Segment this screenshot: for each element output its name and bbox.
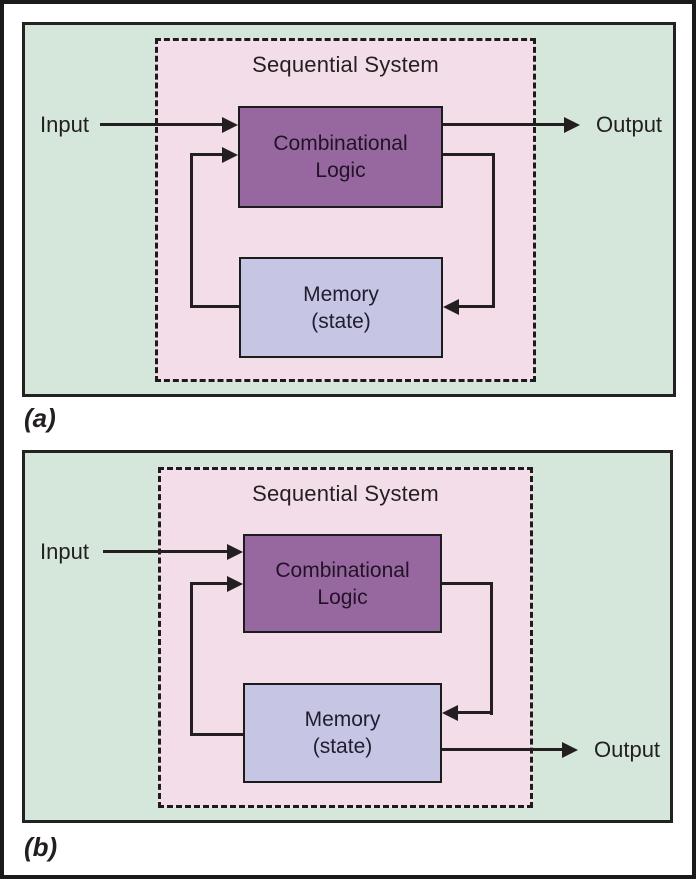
- diagram-a-input-arrowhead-icon: [222, 117, 238, 133]
- diagram-a-caption: (a): [24, 403, 56, 433]
- diagram-a-system-title: Sequential System: [252, 52, 439, 77]
- diagram-a-memory-block: Memory (state): [239, 257, 443, 358]
- diagram-a-output-line: [443, 123, 564, 126]
- diagram-a-combinational-line1: Combinational: [273, 132, 408, 155]
- diagram-a-feedback-into-memory-arrowhead-icon: [443, 299, 459, 315]
- diagram-b-combinational-line2: Logic: [317, 585, 368, 609]
- diagram-a-memory-line1: Memory: [303, 282, 379, 306]
- diagram-b-feedback-right-vertical-line: [490, 582, 493, 715]
- diagram-a-feedback-left-top-line: [190, 153, 222, 156]
- diagram-a-feedback-left-bottom-line: [190, 305, 239, 308]
- diagram-b-output-line: [442, 748, 562, 751]
- diagram-b-input-label: Input: [40, 539, 89, 564]
- diagram-b-combinational-line1: Combinational: [275, 558, 410, 582]
- diagram-a-feedback-left-vertical-line: [190, 153, 193, 308]
- diagram-b-memory-block: Memory (state): [243, 683, 442, 783]
- diagram-b-memory-line1: Memory: [304, 708, 381, 731]
- diagram-b-input-line: [103, 550, 227, 553]
- diagram-a-output-arrowhead-icon: [564, 117, 580, 133]
- diagram-a-feedback-right-bottom-line: [459, 305, 495, 308]
- diagram-a-input-label: Input: [40, 112, 89, 137]
- diagram-b-feedback-left-vertical-line: [190, 582, 193, 736]
- diagram-a-feedback-right-top-line: [443, 153, 495, 156]
- diagram-a-combinational-logic-block: Combinational Logic: [238, 106, 443, 208]
- diagram-b-feedback-left-bottom-line: [190, 733, 243, 736]
- diagram-a-feedback-right-vertical-line: [492, 153, 495, 308]
- diagram-b-caption: (b): [24, 832, 58, 862]
- diagram-b-output-label: Output: [594, 737, 661, 762]
- diagram-a-output-label: Output: [596, 112, 663, 137]
- diagram-b-combinational-logic-block: Combinational Logic: [243, 534, 442, 633]
- diagram-a-combinational-line2: Logic: [315, 159, 366, 182]
- diagram-b-output-arrowhead-icon: [562, 742, 578, 758]
- diagram-a-memory-line2: (state): [311, 309, 371, 333]
- diagram-b-feedback-right-top-line: [442, 582, 493, 585]
- diagram-b-system-title: Sequential System: [252, 481, 439, 506]
- diagram-b-feedback-left-top-line: [190, 582, 227, 585]
- diagram-b-feedback-into-logic-arrowhead-icon: [227, 576, 243, 592]
- diagram-b-input-arrowhead-icon: [227, 544, 243, 560]
- diagram-b-feedback-right-bottom-line: [458, 711, 493, 714]
- diagram-a-input-line: [100, 123, 222, 126]
- diagram-b-memory-line2: (state): [312, 735, 373, 758]
- diagram-b-feedback-into-memory-arrowhead-icon: [442, 705, 458, 721]
- diagram-a-feedback-into-logic-arrowhead-icon: [222, 147, 238, 163]
